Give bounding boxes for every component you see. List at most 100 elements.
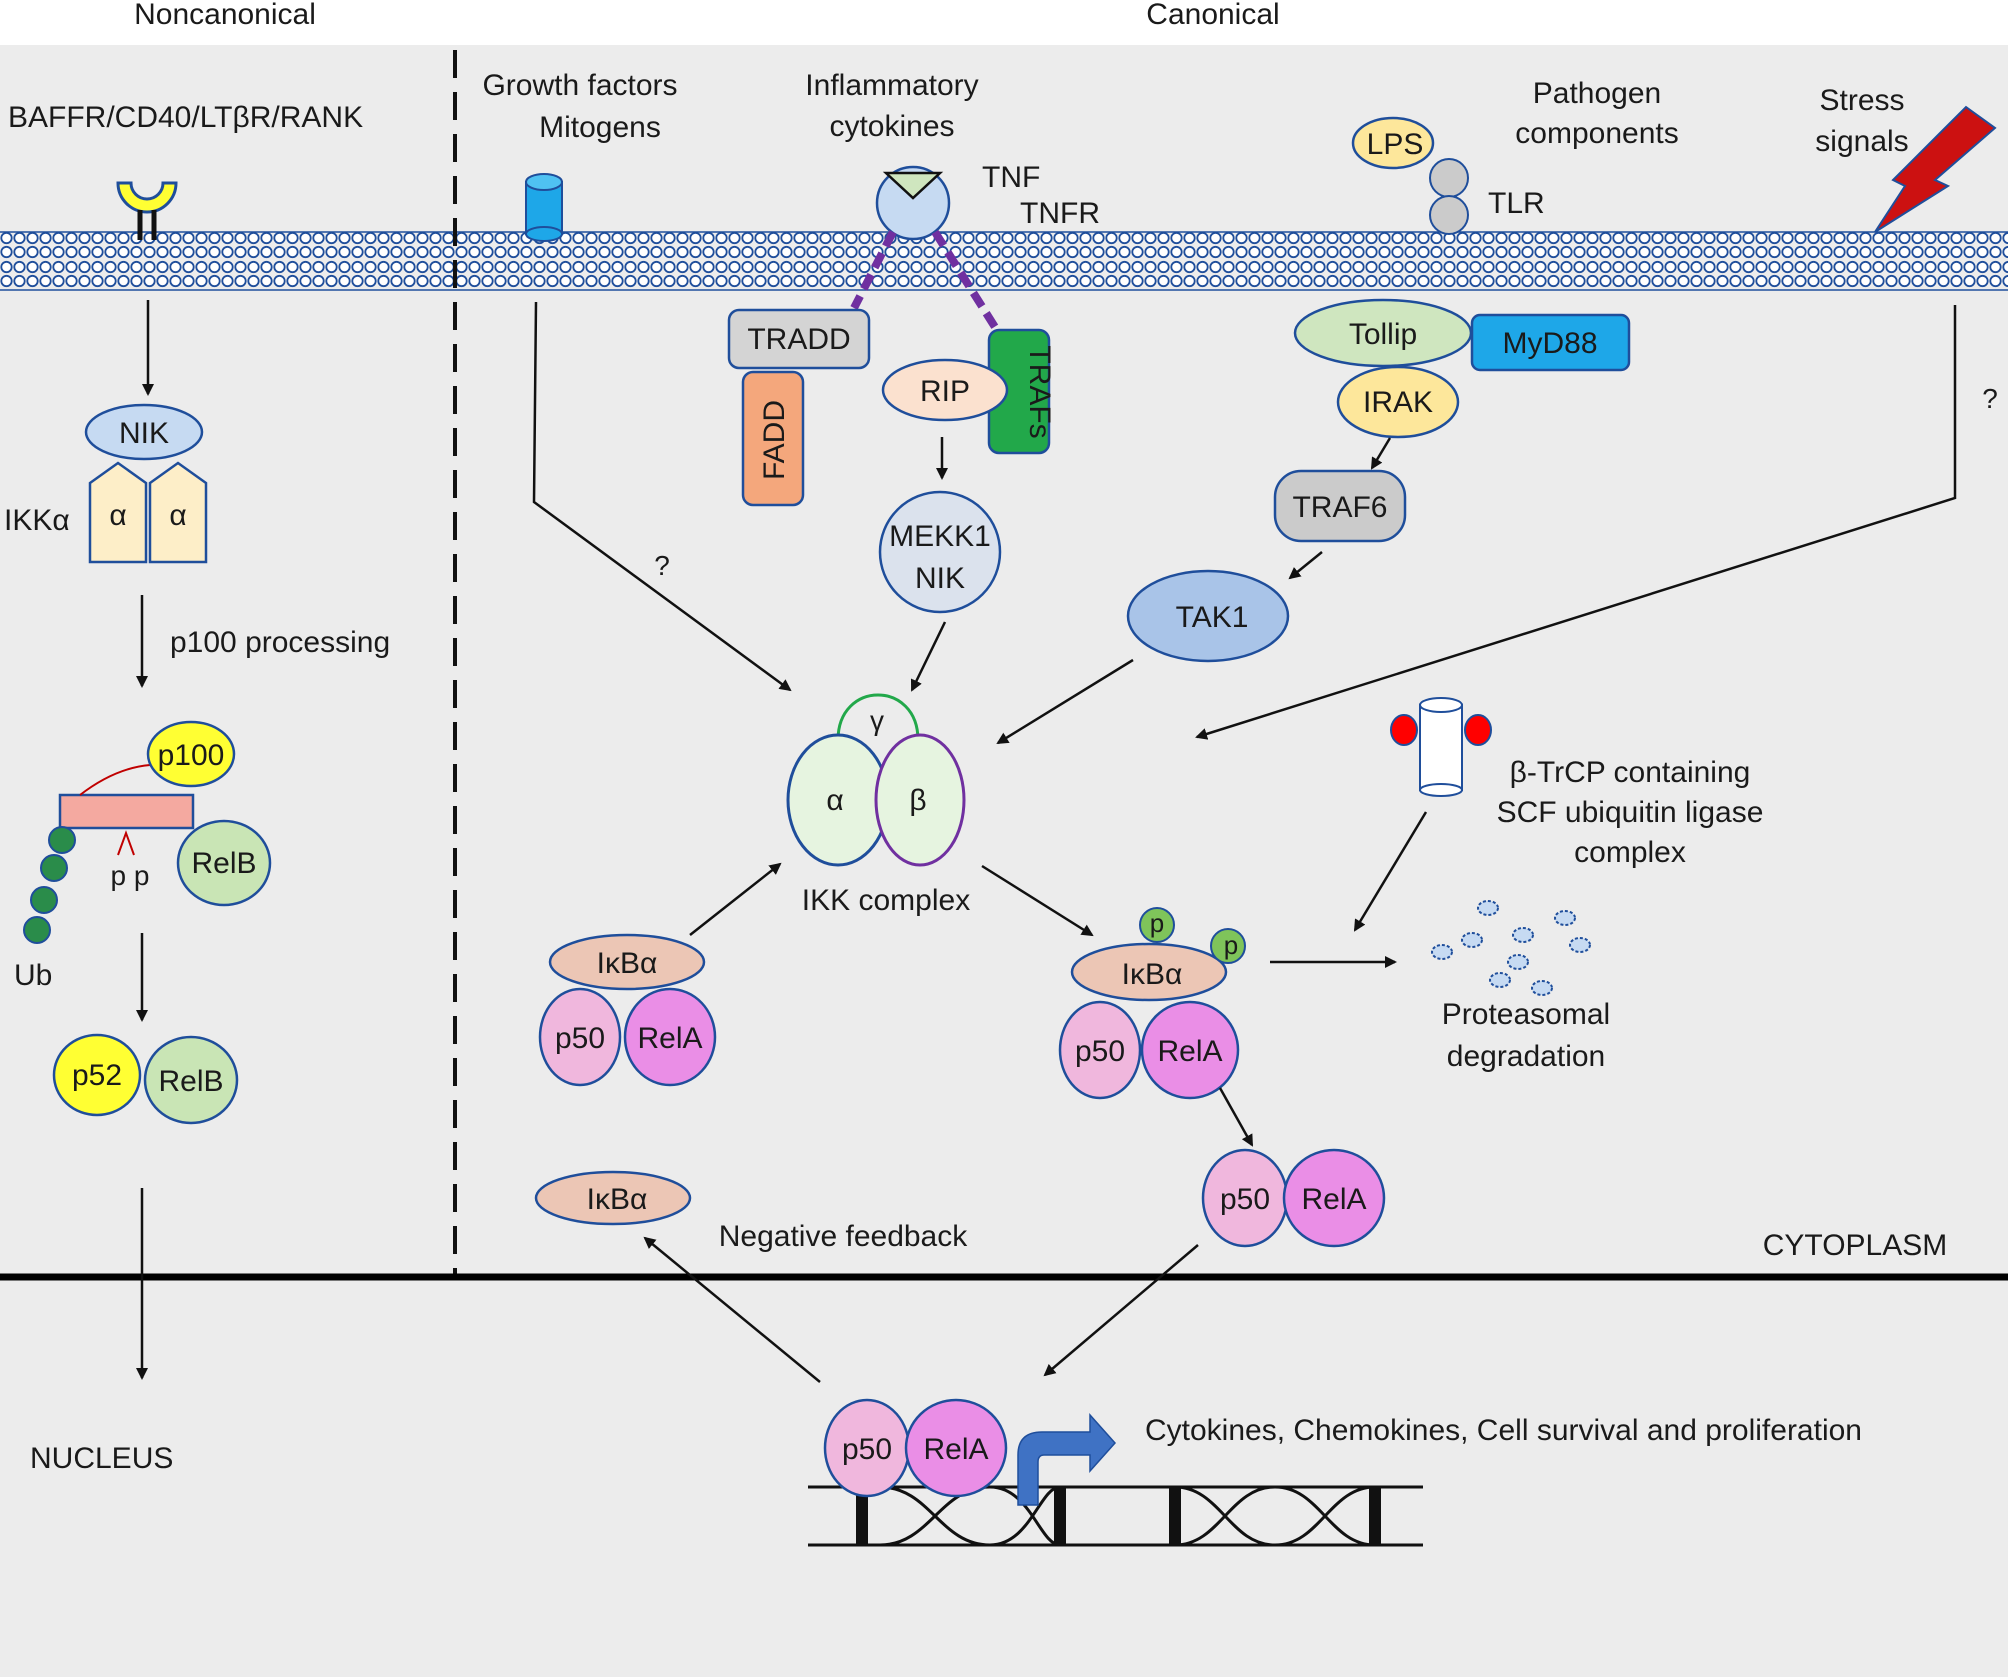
inflammatory-label: Inflammatory — [805, 69, 978, 102]
relb-label-p52: RelB — [158, 1065, 223, 1098]
rela-oval-nucleus — [904, 1398, 1008, 1498]
ikka-alpha-right: α — [169, 499, 186, 532]
p50-label-free: p50 — [1220, 1183, 1270, 1216]
header-canonical: Canonical — [1146, 0, 1279, 31]
arrow-phospho-to-free — [1218, 1087, 1254, 1147]
arrow-complex-to-ikk — [689, 862, 782, 936]
mekk1-nik-oval — [878, 490, 1002, 614]
ub-label: Ub — [14, 959, 52, 992]
phospho-label-2: p — [1224, 930, 1238, 960]
fadd-label: FADD — [758, 400, 791, 480]
growth-factor-question: ? — [654, 550, 670, 581]
relb-oval-p52 — [143, 1035, 239, 1125]
proteasome-fragments-icon — [1431, 900, 1591, 996]
relb-label-p100: RelB — [191, 847, 256, 880]
stress-label: Stress — [1819, 84, 1904, 117]
tollip-label: Tollip — [1349, 318, 1417, 351]
p100-processing-label: p100 processing — [170, 626, 390, 659]
scf-label-line1: β-TrCP containing — [1510, 756, 1751, 789]
p100-oval — [146, 720, 236, 788]
tnf-label: TNF — [982, 161, 1040, 194]
header-noncanonical: Noncanonical — [134, 0, 316, 31]
scf-ligase-icon — [1390, 697, 1492, 797]
mekk1-nik-label: NIK — [915, 562, 965, 595]
signals-label: signals — [1815, 125, 1908, 158]
tnfr-label: TNFR — [1020, 197, 1100, 230]
ikba-oval-phospho — [1070, 942, 1228, 1002]
ikk-complex-label: IKK complex — [802, 884, 970, 917]
arrow-ikk-to-phospho — [981, 864, 1094, 937]
ikka-alpha-left: α — [109, 499, 126, 532]
traf6-label: TRAF6 — [1292, 491, 1387, 524]
lightning-bolt-icon — [1874, 105, 1997, 233]
relb-oval-p100 — [176, 819, 272, 907]
phospho-circle-2 — [1210, 928, 1246, 964]
degradation-label: degradation — [1447, 1040, 1605, 1073]
tlr-label: TLR — [1488, 187, 1545, 220]
ikk-beta-oval — [874, 733, 966, 867]
arrow-mekk1-to-ikk — [910, 621, 947, 692]
tradd-label: TRADD — [747, 323, 850, 356]
rip-oval — [881, 358, 1009, 422]
scf-label-line3: complex — [1574, 836, 1686, 869]
p50-oval-phospho — [1058, 1000, 1142, 1100]
ikk-beta-label: β — [909, 784, 926, 817]
dna-helix-icon — [808, 1485, 1423, 1547]
ikba-oval-feedback — [534, 1170, 692, 1226]
proteasomal-label: Proteasomal — [1442, 998, 1610, 1031]
arrow-scf-to-degradation — [1353, 811, 1428, 932]
arrow-traf6-to-tak1 — [1288, 551, 1323, 580]
rela-label-inactive: RelA — [637, 1022, 702, 1055]
ikba-label-feedback: IκBα — [587, 1183, 648, 1216]
p50-label-inactive: p50 — [555, 1022, 605, 1055]
ikba-oval-cytoplasm — [548, 933, 706, 991]
ubiquitin-chain-icon — [23, 826, 76, 944]
cytoplasm-label: CYTOPLASM — [1763, 1229, 1948, 1262]
ikk-gamma-arc — [836, 693, 920, 741]
phospho-caret-icon — [117, 830, 135, 856]
negative-feedback-label: Negative feedback — [719, 1220, 968, 1253]
ikba-label-phospho: IκBα — [1122, 958, 1183, 991]
tnfr-trafs-link — [931, 229, 1004, 338]
p50-oval-inactive — [538, 987, 622, 1087]
phospho-circle-1 — [1139, 907, 1175, 943]
tnfr-tradd-link — [850, 230, 897, 310]
mekk1-label: MEKK1 — [889, 520, 991, 553]
cell-background — [0, 45, 2008, 1677]
irak-label: IRAK — [1363, 386, 1433, 419]
tnf-ligand-icon — [882, 171, 944, 200]
rela-label-free: RelA — [1301, 1183, 1366, 1216]
p100-label: p100 — [158, 739, 225, 772]
ikka-dimer — [88, 461, 208, 564]
cytokines-label: cytokines — [829, 110, 954, 143]
arrow-tak1-to-ikk — [996, 658, 1134, 745]
rip-label: RIP — [920, 375, 970, 408]
p100-bar — [58, 793, 195, 830]
ikka-label: IKKα — [4, 504, 70, 537]
myd88-label: MyD88 — [1502, 327, 1597, 360]
ikba-label-cytoplasm: IκBα — [597, 947, 658, 980]
rela-label-phospho: RelA — [1157, 1035, 1222, 1068]
p52-label: p52 — [72, 1059, 122, 1092]
tnfr-receptor — [875, 165, 951, 241]
components-label: components — [1515, 117, 1678, 150]
ikk-alpha-label: α — [826, 784, 843, 817]
stress-question: ? — [1982, 383, 1998, 414]
p50-label-phospho: p50 — [1075, 1035, 1125, 1068]
outputs-label: Cytokines, Chemokines, Cell survival and… — [1145, 1414, 1862, 1447]
phospho-label-1: p — [1150, 908, 1164, 938]
rela-oval-inactive — [623, 987, 717, 1087]
noncanonical-receptors-label: BAFFR/CD40/LTβR/RANK — [8, 101, 363, 134]
tak1-label: TAK1 — [1176, 601, 1249, 634]
p100-link-line — [79, 764, 151, 796]
irak-oval — [1336, 365, 1460, 439]
tradd-box — [727, 308, 871, 370]
tlr-receptor-icon — [1429, 158, 1469, 235]
mitogens-label: Mitogens — [539, 111, 661, 144]
arrow-growth-factors-to-ikk — [532, 301, 792, 692]
p50-label-nucleus: p50 — [842, 1433, 892, 1466]
baffr-receptor-icon — [116, 181, 178, 240]
traf6-box — [1273, 469, 1407, 543]
rela-oval-phospho — [1140, 1000, 1240, 1100]
ikk-gamma-label: γ — [870, 705, 884, 736]
